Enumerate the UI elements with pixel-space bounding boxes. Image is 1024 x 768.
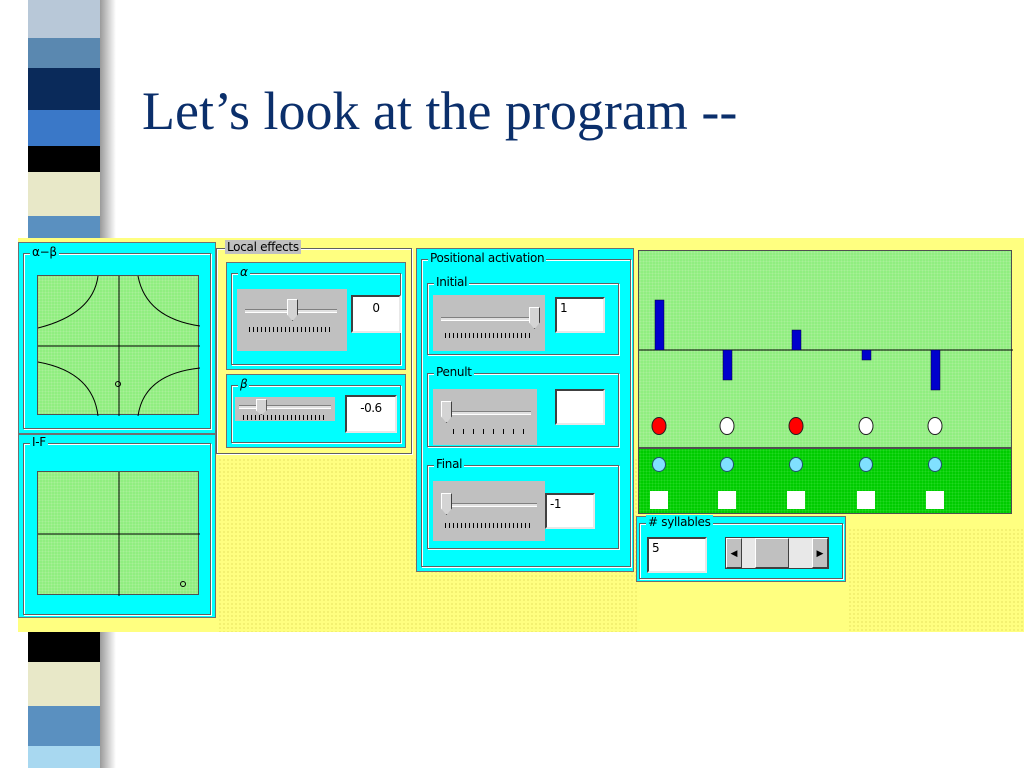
activation-bar bbox=[791, 329, 802, 351]
initial-group: Initial bbox=[427, 275, 619, 355]
final-group: Final bbox=[427, 457, 619, 549]
activation-bar bbox=[654, 299, 665, 351]
alpha-beta-label: α−β bbox=[30, 245, 59, 259]
syllables-scrollbar[interactable]: ◀ ▶ bbox=[725, 537, 829, 569]
decoration-stripe bbox=[28, 662, 100, 706]
decoration-stripe bbox=[28, 706, 100, 746]
decoration-stripe bbox=[28, 110, 100, 146]
stress-marker bbox=[651, 417, 667, 435]
activation-bar bbox=[722, 349, 733, 381]
i-f-plot[interactable] bbox=[37, 471, 200, 596]
beta-slider-thumb[interactable] bbox=[255, 399, 267, 415]
syllable-node bbox=[789, 457, 803, 472]
final-slider[interactable] bbox=[433, 481, 545, 541]
final-slider-track bbox=[441, 503, 537, 507]
alpha-label: α bbox=[238, 265, 250, 279]
syllable-box bbox=[718, 491, 736, 509]
penult-group: Penult bbox=[427, 365, 619, 447]
alpha-beta-panel: α−β bbox=[18, 242, 216, 434]
decoration-stripe bbox=[28, 746, 100, 768]
i-f-panel: I-F bbox=[18, 434, 216, 618]
alpha-value-field[interactable]: 0 bbox=[351, 295, 401, 333]
alpha-beta-curve bbox=[38, 276, 200, 416]
positional-activation-panel: Positional activation Initial 1 Penult F… bbox=[416, 248, 634, 572]
beta-slider-track bbox=[239, 405, 331, 409]
penult-slider-ticks bbox=[453, 429, 527, 434]
alpha-slider-thumb[interactable] bbox=[287, 299, 298, 321]
i-f-axes bbox=[38, 472, 200, 596]
penult-label: Penult bbox=[434, 365, 474, 379]
background-pattern bbox=[848, 528, 1024, 632]
right-arrow-icon[interactable]: ▶ bbox=[812, 538, 828, 568]
activation-chart bbox=[638, 250, 1013, 448]
initial-label: Initial bbox=[434, 275, 470, 289]
final-label: Final bbox=[434, 457, 465, 471]
syllables-label: # syllables bbox=[646, 515, 713, 529]
beta-slider[interactable] bbox=[235, 397, 335, 421]
initial-slider-thumb[interactable] bbox=[529, 307, 540, 329]
beta-value-field[interactable]: -0.6 bbox=[345, 395, 397, 433]
syllable-node bbox=[928, 457, 942, 472]
activation-bar bbox=[930, 349, 941, 391]
penult-value-field[interactable] bbox=[555, 389, 605, 425]
initial-slider-track bbox=[441, 317, 537, 321]
final-slider-thumb[interactable] bbox=[441, 493, 452, 515]
initial-slider[interactable] bbox=[433, 295, 545, 351]
beta-panel: β -0.6 bbox=[226, 374, 406, 448]
activation-chart-svg bbox=[639, 299, 1013, 435]
beta-label: β bbox=[238, 377, 250, 391]
syllables-group: # syllables bbox=[639, 515, 843, 579]
decoration-stripe bbox=[28, 38, 100, 68]
final-value-field[interactable]: -1 bbox=[545, 493, 595, 529]
alpha-panel: α 0 bbox=[226, 262, 406, 370]
decoration-stripe bbox=[28, 626, 100, 662]
penult-slider[interactable] bbox=[433, 389, 537, 445]
syllable-box bbox=[650, 491, 668, 509]
syllable-box bbox=[857, 491, 875, 509]
syllable-node bbox=[652, 457, 666, 472]
beta-slider-ticks bbox=[243, 415, 325, 420]
syllables-scroll-thumb[interactable] bbox=[755, 538, 790, 568]
penult-slider-track bbox=[441, 411, 531, 415]
initial-value-field[interactable]: 1 bbox=[555, 297, 605, 333]
alpha-beta-plot[interactable] bbox=[37, 275, 200, 416]
positional-activation-group: Positional activation bbox=[421, 251, 631, 567]
local-effects-group: Local effects bbox=[216, 240, 412, 454]
stress-marker bbox=[719, 417, 735, 435]
positional-activation-label: Positional activation bbox=[428, 251, 547, 265]
decoration-stripe bbox=[28, 146, 100, 172]
syllable-strip bbox=[638, 448, 1012, 514]
penult-slider-thumb[interactable] bbox=[441, 401, 452, 423]
alpha-slider-ticks bbox=[249, 327, 333, 332]
decoration-stripe bbox=[28, 68, 100, 110]
left-arrow-icon[interactable]: ◀ bbox=[726, 538, 742, 568]
program-window: α−β I-F Lo bbox=[18, 238, 1024, 632]
initial-slider-ticks bbox=[445, 333, 531, 338]
stress-marker bbox=[788, 417, 804, 435]
decoration-stripe bbox=[28, 172, 100, 216]
i-f-label: I-F bbox=[30, 435, 48, 449]
syllable-node bbox=[859, 457, 873, 472]
stress-marker bbox=[858, 417, 874, 435]
i-f-group: I-F bbox=[23, 435, 211, 615]
syllable-box bbox=[787, 491, 805, 509]
syllables-panel: # syllables 5 ◀ ▶ bbox=[636, 515, 846, 582]
syllables-field[interactable]: 5 bbox=[647, 537, 707, 573]
alpha-slider[interactable] bbox=[237, 289, 347, 351]
beta-group: β bbox=[231, 377, 401, 443]
decoration-stripe bbox=[28, 0, 100, 38]
stress-marker bbox=[927, 417, 943, 435]
alpha-beta-group: α−β bbox=[23, 245, 211, 429]
local-effects-label: Local effects bbox=[225, 240, 301, 254]
final-slider-ticks bbox=[445, 523, 531, 528]
syllable-box bbox=[926, 491, 944, 509]
syllable-node bbox=[720, 457, 734, 472]
activation-bar bbox=[861, 349, 872, 361]
slide-title: Let’s look at the program -- bbox=[142, 81, 738, 141]
local-effects-panel: Local effects α 0 β -0.6 bbox=[216, 240, 416, 456]
